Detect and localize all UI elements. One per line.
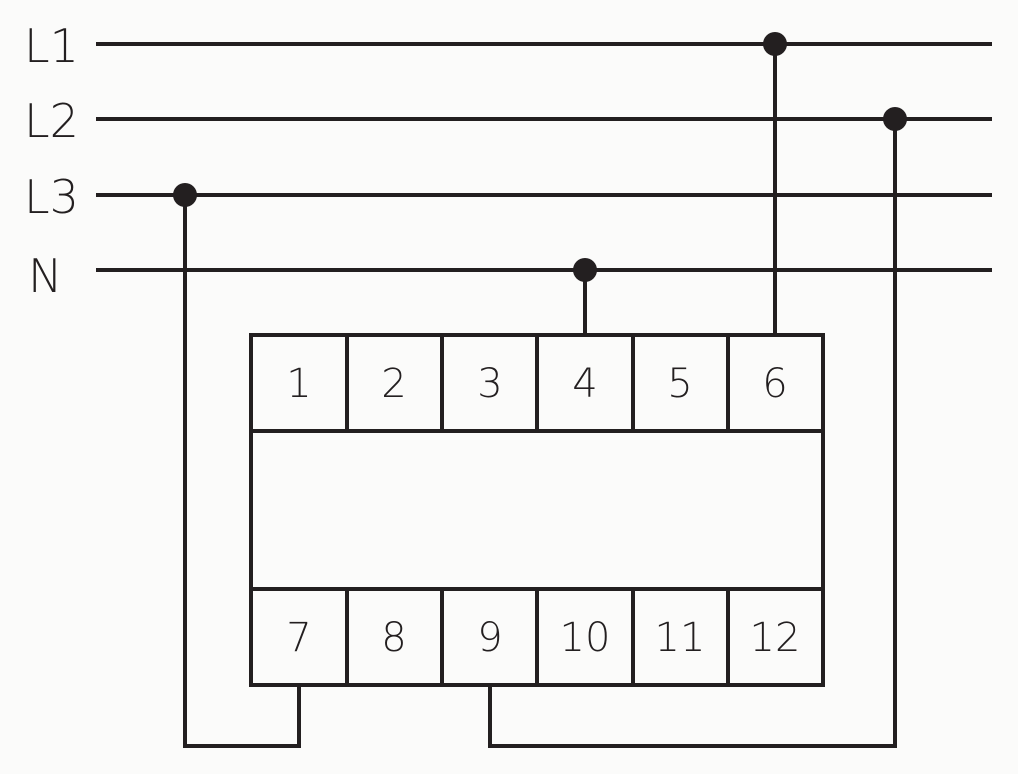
terminal-label-11: 11 <box>655 615 706 661</box>
line-label-l2: L2 <box>24 94 79 148</box>
wire-l2-terminal-9 <box>488 117 897 748</box>
junction-dot-n <box>573 258 597 282</box>
terminal-label-7: 7 <box>286 615 311 661</box>
line-label-l1: L1 <box>24 19 79 73</box>
terminal-label-3: 3 <box>477 361 502 407</box>
terminal-label-9: 9 <box>477 615 502 661</box>
terminal-label-4: 4 <box>572 361 597 407</box>
junction-dot-l2 <box>883 107 907 131</box>
wire-l3-terminal-7 <box>183 193 301 748</box>
junction-dot-l3 <box>173 183 197 207</box>
terminal-label-2: 2 <box>381 361 406 407</box>
terminal-label-1: 1 <box>286 361 311 407</box>
line-label-l3: L3 <box>24 170 79 224</box>
line-label-n: N <box>28 249 62 303</box>
junction-dot-l1 <box>763 32 787 56</box>
terminal-label-10: 10 <box>560 615 611 661</box>
terminal-label-12: 12 <box>750 615 801 661</box>
terminal-label-8: 8 <box>381 615 406 661</box>
terminal-label-5: 5 <box>667 361 692 407</box>
terminal-label-6: 6 <box>762 361 787 407</box>
